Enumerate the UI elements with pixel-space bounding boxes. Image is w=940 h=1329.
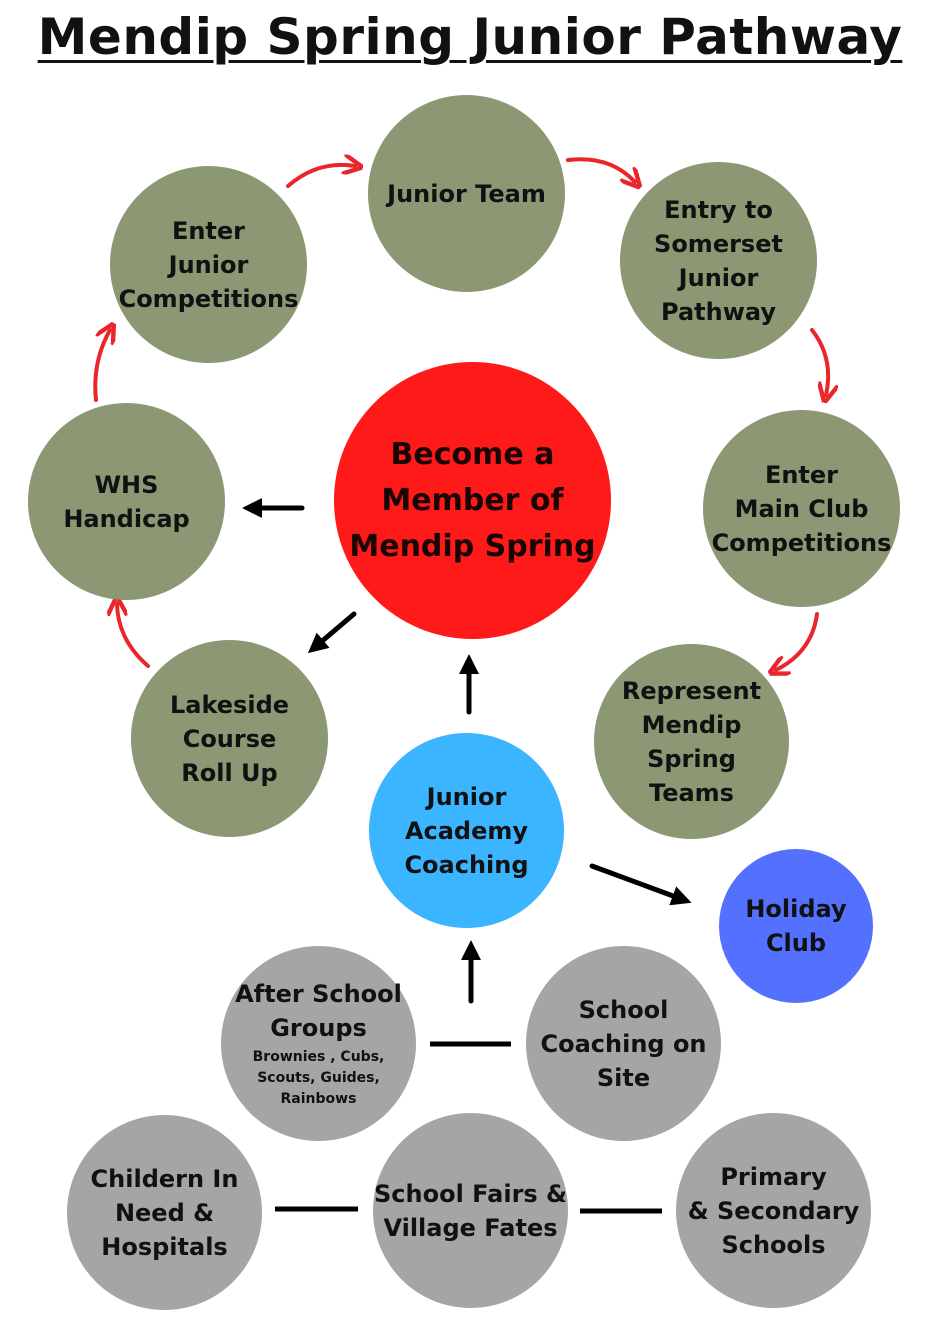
node-enter-junior-competitions: Enter Junior Competitions (110, 166, 307, 363)
node-school-fairs: School Fairs & Village Fates (373, 1113, 568, 1308)
node-label: Entry to Somerset Junior Pathway (654, 195, 783, 326)
node-label: Become a Member of Mendip Spring (349, 436, 596, 564)
node-school-coaching-on-site: School Coaching on Site (526, 946, 721, 1141)
node-label: Enter Main Club Competitions (711, 460, 892, 557)
arrow-member-to-lakeside (307, 611, 357, 654)
node-label: School Coaching on Site (540, 995, 707, 1092)
node-label: School Fairs & Village Fates (374, 1179, 567, 1242)
node-junior-academy-coaching: Junior Academy Coaching (369, 733, 564, 928)
node-lakeside-roll-up: Lakeside Course Roll Up (131, 640, 328, 837)
node-entry-somerset-pathway: Entry to Somerset Junior Pathway (620, 162, 817, 359)
node-label: Childern In Need & Hospitals (90, 1164, 239, 1261)
node-whs-handicap: WHS Handicap (28, 403, 225, 600)
node-label: After School Groups (235, 980, 402, 1042)
cycle-arrow-competitions-to-junior-team (286, 165, 355, 188)
node-holiday-club: Holiday Club (719, 849, 873, 1003)
cycle-arrow-junior-team-to-somerset (566, 157, 635, 182)
page-title: Mendip Spring Junior Pathway (37, 8, 903, 66)
cycle-arrow-main-club-to-represent (776, 612, 819, 670)
node-label: Junior Team (387, 179, 546, 208)
node-enter-main-club-competitions: Enter Main Club Competitions (703, 410, 900, 607)
node-primary-secondary-schools: Primary & Secondary Schools (676, 1113, 871, 1308)
node-label: Primary & Secondary Schools (687, 1162, 860, 1259)
arrow-academy-to-holiday-club (589, 863, 692, 906)
node-become-member: Become a Member of Mendip Spring (334, 362, 611, 639)
cycle-arrow-lakeside-to-whs (117, 604, 150, 668)
node-label: Junior Academy Coaching (404, 782, 529, 879)
cycle-arrow-somerset-to-main-club (810, 328, 828, 395)
node-represent-teams: Represent Mendip Spring Teams (594, 644, 789, 839)
node-children-in-need: Childern In Need & Hospitals (67, 1115, 262, 1310)
node-label: Enter Junior Competitions (118, 216, 299, 313)
node-after-school-groups: After School Groups Brownies , Cubs, Sco… (221, 946, 416, 1141)
node-label: Lakeside Course Roll Up (169, 690, 290, 787)
node-label: Holiday Club (745, 895, 847, 957)
cycle-arrow-whs-to-competitions (93, 330, 110, 402)
node-junior-team: Junior Team (368, 95, 565, 292)
node-label: WHS Handicap (63, 470, 190, 533)
node-label: Represent Mendip Spring Teams (621, 676, 762, 807)
node-sublabel: Brownies , Cubs, Scouts, Guides, Rainbow… (252, 1049, 385, 1107)
